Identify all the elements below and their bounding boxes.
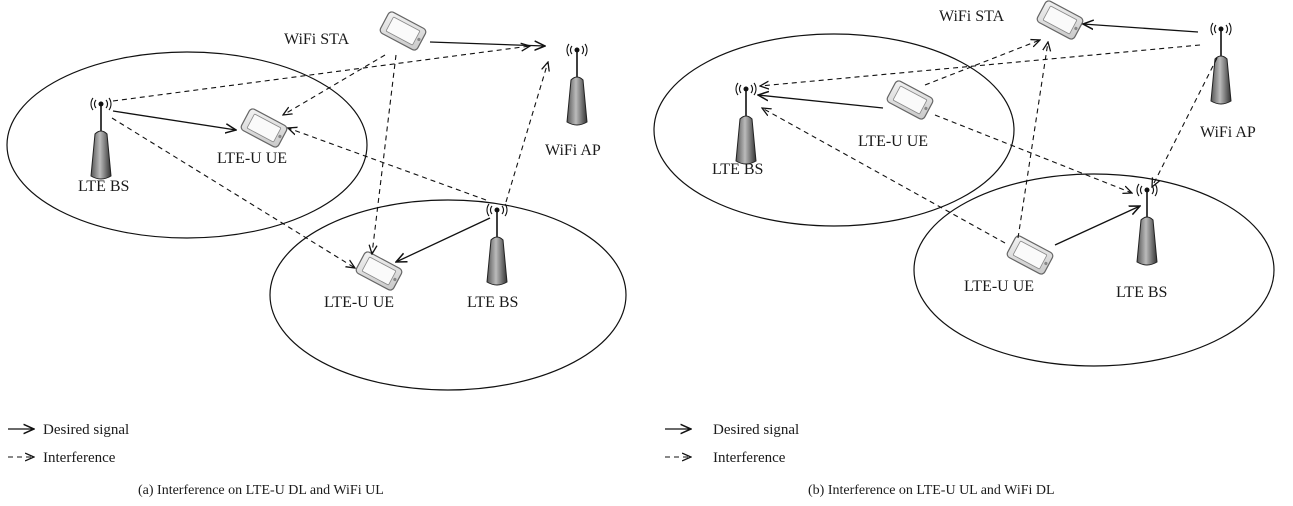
legend-desired-label: Desired signal <box>43 422 129 438</box>
lte-ue-phone-icon <box>1005 233 1055 277</box>
interference-arrow <box>505 62 548 203</box>
lte-bs-tower-icon <box>735 82 757 165</box>
lte-bs-tower-icon <box>486 203 508 286</box>
lte-ue-label: LTE-U UE <box>858 133 928 150</box>
desired-signal-arrow <box>1083 24 1199 33</box>
panel-caption: (a) Interference on LTE-U DL and WiFi UL <box>138 483 384 498</box>
legend: Desired signal Interference <box>665 422 799 466</box>
desired-signal-arrow <box>429 42 545 46</box>
interference-arrow <box>1152 57 1218 187</box>
desired-signal-arrow <box>396 217 491 262</box>
legend-interference-label: Interference <box>713 450 786 466</box>
interference-arrow <box>924 40 1040 86</box>
lte-bs-tower-icon <box>1136 183 1158 266</box>
wifi-sta-label: WiFi STA <box>284 31 350 48</box>
lte-ue-label: LTE-U UE <box>964 278 1034 295</box>
panel-b: WiFi STA WiFi AP LTE BS LTE-U UE LTE-U U… <box>653 0 1275 498</box>
wifi-sta-label: WiFi STA <box>939 8 1005 25</box>
wifi-ap-label: WiFi AP <box>545 142 601 159</box>
legend: Desired signal Interference <box>8 422 129 466</box>
lte-ue-phone-icon <box>885 78 935 122</box>
lte-bs-tower-icon <box>90 97 112 180</box>
lte-bs-label: LTE BS <box>467 294 518 311</box>
wifi-ap-label: WiFi AP <box>1200 124 1256 141</box>
lte-cell-ellipse <box>6 51 368 239</box>
desired-signal-arrow <box>758 95 884 109</box>
desired-signal-arrow <box>112 110 236 130</box>
lte-cell-ellipse <box>269 199 627 391</box>
interference-arrow <box>283 54 386 115</box>
lte-cell-ellipse <box>653 33 1015 227</box>
wifi-sta-phone-icon <box>1035 0 1085 42</box>
wifi-ap-tower-icon <box>566 43 588 126</box>
interference-arrow <box>112 46 530 102</box>
lte-ue-phone-icon <box>239 106 289 150</box>
interference-arrow <box>760 44 1201 86</box>
interference-arrow <box>934 114 1132 193</box>
panel-a: WiFi STA WiFi AP LTE BS LTE-U UE LTE-U U… <box>6 9 627 498</box>
panel-caption: (b) Interference on LTE-U UL and WiFi DL <box>808 483 1055 498</box>
lte-ue-label: LTE-U UE <box>217 150 287 167</box>
lte-cell-ellipse <box>913 173 1275 367</box>
interference-arrow <box>762 108 1006 244</box>
interference-arrow <box>288 128 487 201</box>
lte-bs-label: LTE BS <box>712 161 763 178</box>
interference-arrow <box>1017 42 1048 239</box>
lte-ue-label: LTE-U UE <box>324 294 394 311</box>
interference-arrow <box>111 117 355 268</box>
legend-desired-label: Desired signal <box>713 422 799 438</box>
interference-arrow <box>372 54 397 254</box>
lte-bs-label: LTE BS <box>1116 284 1167 301</box>
wifi-sta-phone-icon <box>378 9 428 53</box>
desired-signal-arrow <box>1054 206 1140 246</box>
lte-bs-label: LTE BS <box>78 178 129 195</box>
legend-interference-label: Interference <box>43 450 116 466</box>
lte-ue-phone-icon <box>354 249 404 293</box>
wifi-ap-tower-icon <box>1210 22 1232 105</box>
